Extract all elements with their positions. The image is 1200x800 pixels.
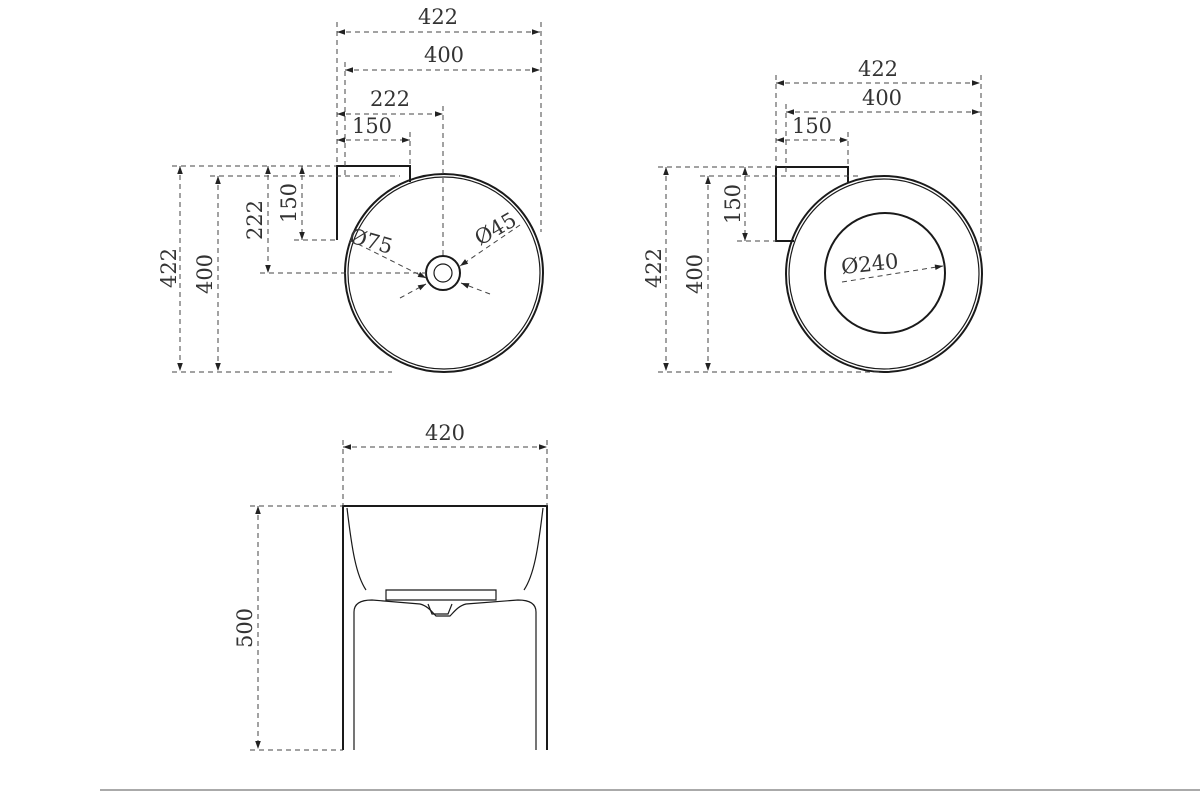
leader-dia-45b bbox=[460, 282, 491, 295]
top-view-right: Ø240 422 400 150 422 400 150 bbox=[642, 57, 983, 373]
wall-bracket bbox=[336, 165, 411, 240]
dia-drain-inner-label: Ø45 bbox=[471, 208, 521, 251]
wall-bracket-right bbox=[775, 166, 849, 242]
front-inner-left bbox=[346, 507, 367, 591]
height-overall-label: 422 bbox=[157, 248, 181, 288]
leader-dia-75b bbox=[399, 283, 427, 299]
bracket-height-label: 150 bbox=[277, 183, 301, 223]
basin-outline bbox=[344, 173, 544, 373]
front-drain-plate bbox=[385, 589, 497, 601]
front-outline bbox=[342, 505, 548, 750]
bracket-height-label-right: 150 bbox=[721, 184, 745, 224]
drain-outer bbox=[425, 255, 461, 291]
bowl-circle bbox=[824, 212, 946, 334]
dia-drain-outer-label: Ø75 bbox=[347, 224, 396, 259]
front-inner-right bbox=[523, 507, 544, 591]
height-basin-label: 400 bbox=[193, 254, 217, 294]
width-basin-label: 400 bbox=[424, 43, 464, 67]
front-drain-neck bbox=[427, 603, 453, 615]
width-overall-label-right: 422 bbox=[858, 57, 898, 81]
width-overall-label: 422 bbox=[418, 5, 458, 29]
basin-inner-rim bbox=[347, 176, 541, 370]
front-view: 420 500 bbox=[233, 421, 548, 751]
height-overall-label-right: 422 bbox=[642, 248, 666, 288]
front-width-label: 420 bbox=[425, 421, 465, 445]
drain-offset-x-label: 222 bbox=[370, 87, 410, 111]
basin-outline-right bbox=[785, 175, 983, 373]
height-basin-label-right: 400 bbox=[683, 254, 707, 294]
leader-dia-240 bbox=[841, 264, 944, 283]
dia-bowl-label: Ø240 bbox=[840, 249, 900, 279]
top-view-left: Ø75 Ø45 422 400 222 150 422 400 222 150 bbox=[157, 5, 544, 373]
leader-dia-45 bbox=[459, 224, 521, 267]
drain-inner bbox=[433, 263, 453, 283]
width-basin-label-right: 400 bbox=[862, 86, 902, 110]
front-height-label: 500 bbox=[233, 608, 257, 648]
basin-inner-rim-right bbox=[788, 178, 980, 370]
bracket-width-label-right: 150 bbox=[792, 114, 832, 138]
drain-offset-y-label: 222 bbox=[243, 200, 267, 240]
bracket-width-label: 150 bbox=[352, 114, 392, 138]
front-basin-floor bbox=[353, 599, 537, 750]
